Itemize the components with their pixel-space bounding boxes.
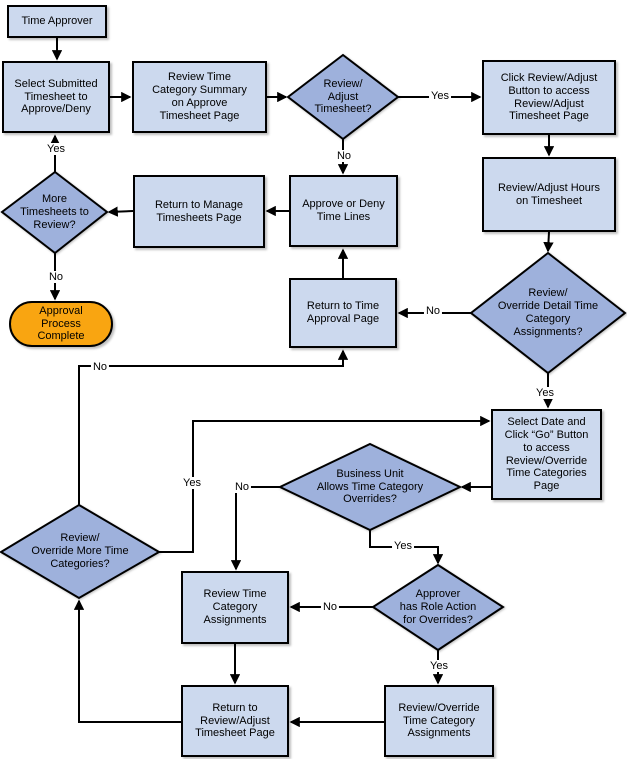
node-review-override-time-category-assignments: Review/Override Time Category Assignment… (384, 685, 494, 757)
node-select-submitted-timesheet: Select Submitted Timesheet to Approve/De… (2, 61, 110, 133)
decision-shapes (0, 53, 627, 652)
node-approval-process-complete: Approval Process Complete (9, 301, 113, 347)
connector-return-manage-to-more-timesheets-decision (107, 206, 134, 217)
node-approval-process-complete-label: Approval Process Complete (37, 304, 85, 343)
node-return-to-manage-timesheets: Return to Manage Timesheets Page (133, 175, 265, 248)
node-review-time-category-summary: Review Time Category Summary on Approve … (132, 61, 267, 133)
connector-review-hours-to-override-detail-decision (543, 231, 554, 253)
node-return-to-time-approval: Return to Time Approval Page (289, 278, 397, 348)
node-return-to-review-adjust-timesheet-label: Return to Review/Adjust Timesheet Page (195, 701, 275, 740)
decision-approver-role-shape (371, 563, 505, 652)
node-click-review-adjust-button: Click Review/Adjust Button to access Rev… (482, 60, 616, 135)
node-return-to-time-approval-label: Return to Time Approval Page (306, 300, 380, 325)
node-review-adjust-hours-label: Review/Adjust Hours on Timesheet (497, 181, 601, 207)
edge-label-business-unit-yes: Yes (392, 540, 414, 552)
node-approve-or-deny-time-lines: Approve or Deny Time Lines (289, 175, 398, 247)
decision-more-timesheets-shape (0, 170, 109, 255)
node-click-review-adjust-button-label: Click Review/Adjust Button to access Rev… (500, 71, 598, 123)
connector-business-unit-no (230, 486, 280, 571)
decision-business-unit-shape (277, 442, 463, 532)
node-review-adjust-hours: Review/Adjust Hours on Timesheet (482, 157, 616, 232)
edge-label-business-unit-no: No (232, 481, 252, 493)
node-select-date-go-button: Select Date and Click “Go” Button to acc… (491, 409, 602, 500)
edge-label-override-detail-yes: Yes (534, 387, 556, 399)
edge-label-override-detail-no: No (423, 305, 443, 317)
node-review-time-category-summary-label: Review Time Category Summary on Approve … (152, 71, 247, 122)
node-review-time-category-assignments: Review Time Category Assignments (181, 571, 289, 644)
decision-review-adjust-timesheet-shape (286, 53, 400, 141)
edge-label-review-adjust-yes: Yes (429, 90, 451, 102)
edge-label-approver-role-yes: Yes (428, 660, 450, 672)
edge-label-review-adjust-no: No (334, 150, 354, 162)
edge-label-more-timesheets-no: No (46, 271, 66, 283)
connector-return-review-adjust-to-more-categories-decision (73, 599, 181, 723)
node-time-approver-label: Time Approver (21, 15, 93, 28)
node-return-to-review-adjust-timesheet: Return to Review/Adjust Timesheet Page (181, 685, 289, 757)
edge-label-more-categories-yes: Yes (181, 477, 203, 489)
connector-more-categories-no (78, 349, 349, 505)
node-select-submitted-timesheet-label: Select Submitted Timesheet to Approve/De… (14, 77, 98, 116)
node-review-time-category-assignments-label: Review Time Category Assignments (203, 588, 267, 626)
decision-override-detail-shape (469, 251, 627, 375)
edge-label-approver-role-no: No (320, 601, 340, 613)
node-select-date-go-button-label: Select Date and Click “Go” Button to acc… (504, 415, 589, 493)
decision-more-categories-shape (0, 503, 161, 600)
node-approve-or-deny-time-lines-label: Approve or Deny Time Lines (302, 198, 385, 223)
edge-label-more-timesheets-yes: Yes (45, 143, 67, 155)
edge-label-more-categories-no: No (90, 361, 110, 373)
node-time-approver: Time Approver (7, 5, 107, 38)
node-return-to-manage-timesheets-label: Return to Manage Timesheets Page (154, 198, 244, 224)
node-review-override-time-category-assignments-label: Review/Override Time Category Assignment… (398, 701, 480, 740)
